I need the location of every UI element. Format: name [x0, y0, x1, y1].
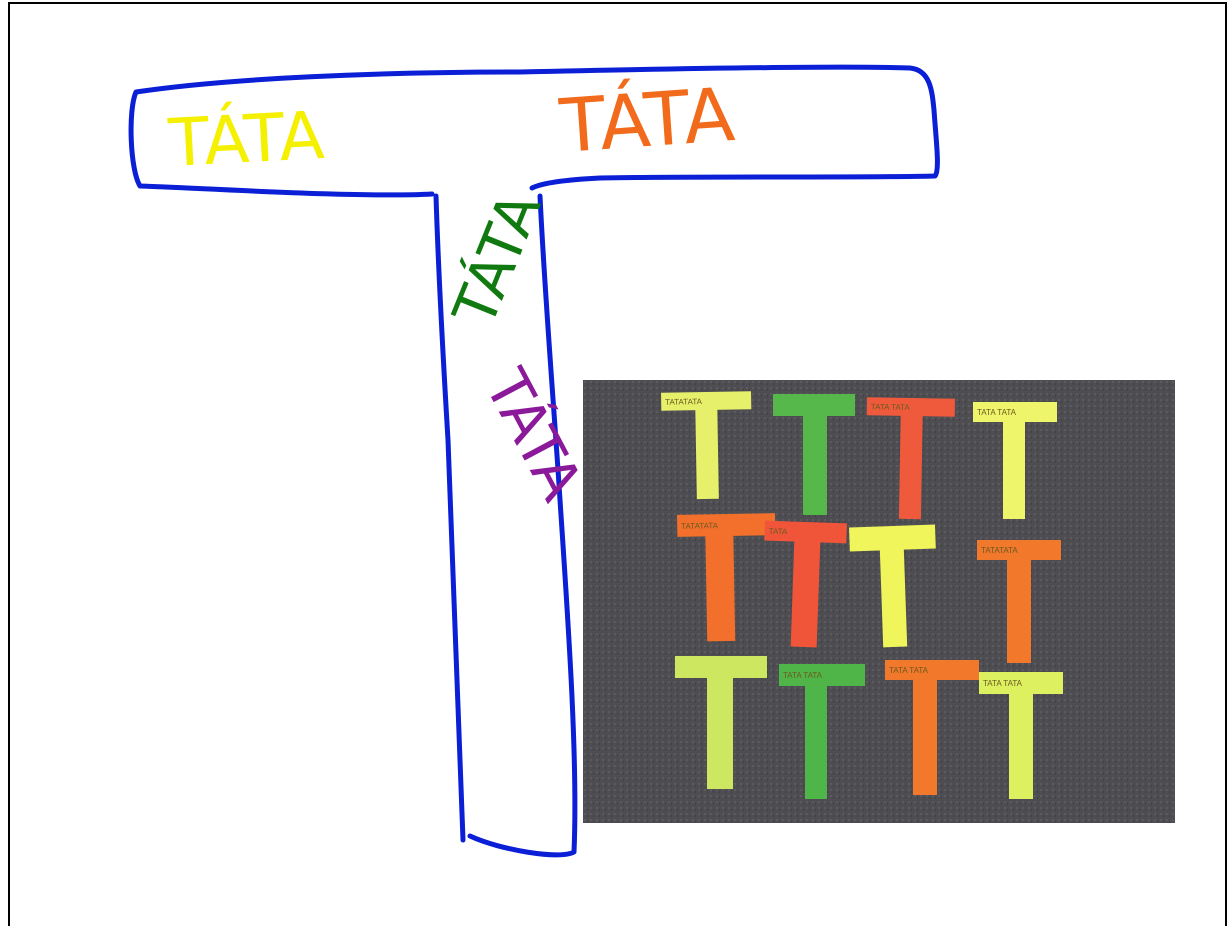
paper-t-label: TATA TATA [983, 679, 1023, 688]
paper-t-label: TATA TATA [871, 402, 911, 412]
paper-t-label: TATA [768, 527, 788, 537]
paper-t-stem [707, 677, 733, 789]
paper-t-label: TATA TATA [783, 671, 823, 680]
paper-t-stem [1003, 421, 1025, 519]
paper-t-bar [675, 656, 767, 678]
paper-t-label: TATATATA [981, 546, 1018, 555]
word-purple: TÁTA [471, 357, 597, 511]
paper-t-stem [695, 409, 719, 499]
paper-t-stem [803, 415, 827, 515]
word-yellow: TÁTA [166, 97, 326, 182]
word-orange: TÁTA [556, 70, 738, 170]
paper-t-stem [791, 541, 821, 648]
paper-t-stem [1007, 559, 1031, 663]
paper-t-label: TATATATA [681, 521, 719, 531]
paper-t-stem [705, 535, 735, 641]
paper-t-stem [913, 679, 937, 795]
paper-t-stem [805, 685, 827, 799]
paper-t-bar [773, 394, 855, 416]
paper-t-bar [849, 524, 936, 551]
paper-t-label: TATA TATA [889, 666, 929, 675]
paper-t-label: TATATATA [665, 397, 703, 407]
word-green: TÁTA [439, 182, 555, 336]
paper-t-label: TATA TATA [977, 408, 1017, 417]
paper-t-stem [1009, 693, 1033, 799]
paper-t-stem [899, 415, 923, 519]
paper-t-stem [880, 549, 907, 648]
carpet-background [583, 380, 1175, 823]
